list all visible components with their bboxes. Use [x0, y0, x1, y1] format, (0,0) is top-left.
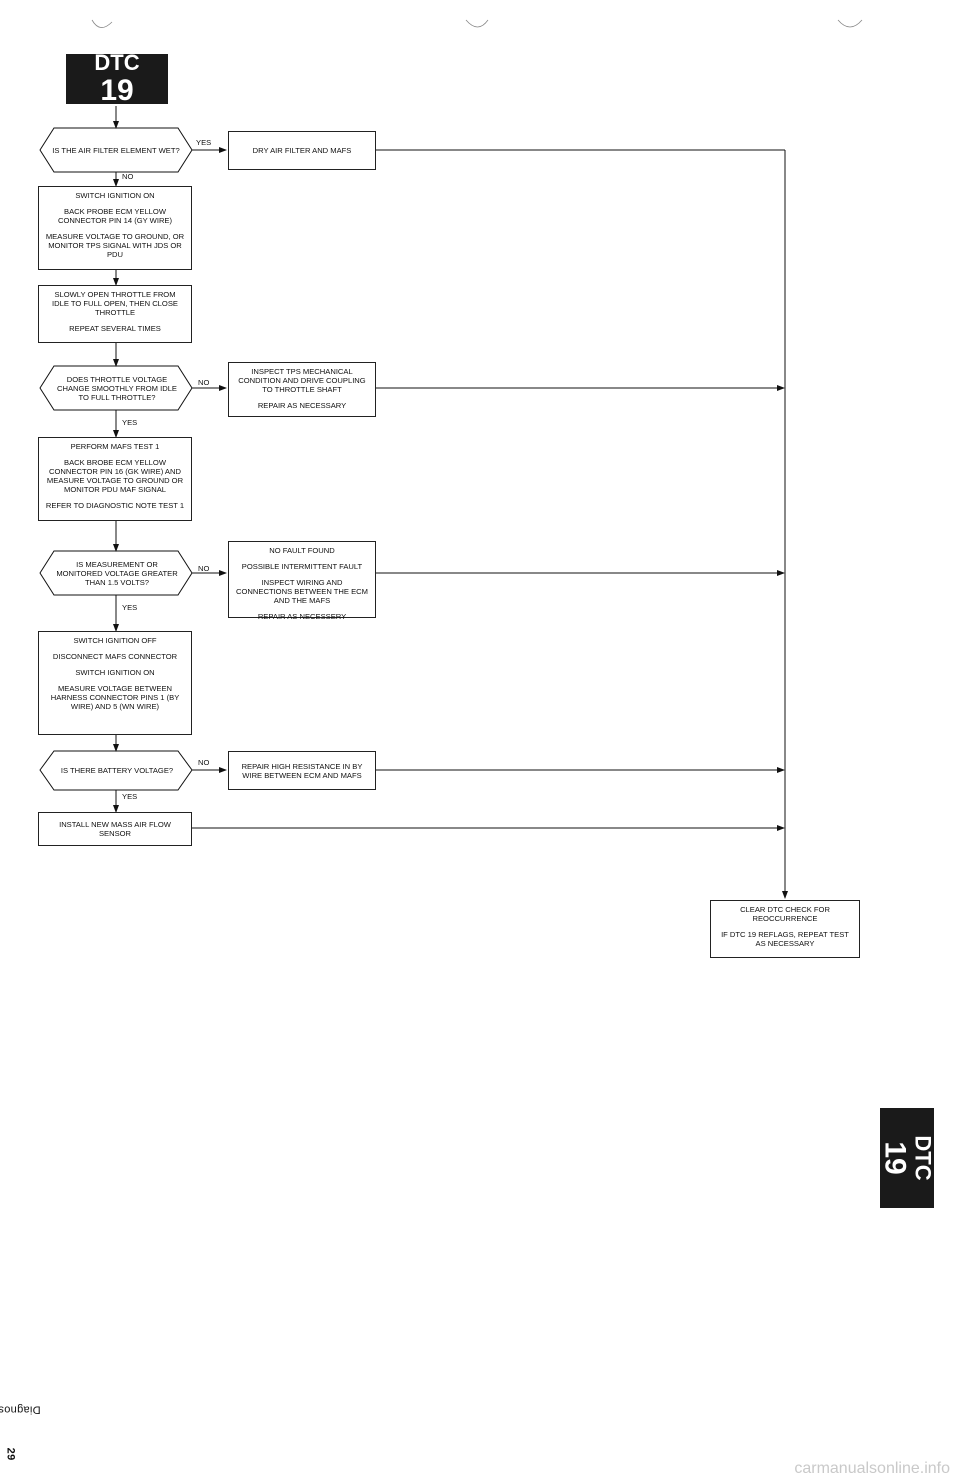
action-text: INSPECT TPS MECHANICAL CONDITION AND DRI…: [238, 367, 366, 394]
decision-text: DOES THROTTLE VOLTAGE CHANGE SMOOTHLY FR…: [57, 374, 177, 402]
branch-label-yes: YES: [122, 603, 138, 612]
decision-text: IS MEASUREMENT OR MONITORED VOLTAGE GREA…: [56, 559, 178, 587]
branch-label-yes: YES: [122, 418, 138, 427]
action-text: POSSIBLE INTERMITTENT FAULT: [241, 562, 363, 571]
decision-text: IS THE AIR FILTER ELEMENT WET?: [52, 145, 180, 155]
action-text: BACK BROBE ECM YELLOW CONNECTOR PIN 16 (…: [46, 458, 184, 494]
dtc-header-tab: DTC 19: [66, 50, 168, 107]
branch-label-no: NO: [198, 564, 210, 573]
branch-label-yes: YES: [122, 792, 138, 801]
watermark: carmanualsonline.info: [794, 1460, 950, 1477]
scan-mark: [91, 19, 113, 28]
scan-mark: [837, 19, 863, 28]
action-text: NO FAULT FOUND: [269, 546, 335, 555]
dtc-side-label: DTC: [911, 1135, 936, 1181]
branch-label-no: NO: [198, 758, 210, 767]
action-switch-ignition-off: SWITCH IGNITION OFF DISCONNECT MAFS CONN…: [38, 631, 192, 735]
page-footer: Diagnostics 29: [0, 1379, 40, 1461]
decision-text: IS THERE BATTERY VOLTAGE?: [60, 766, 174, 775]
action-dry-filter: DRY AIR FILTER AND MAFS: [228, 131, 376, 170]
action-inspect-tps: INSPECT TPS MECHANICAL CONDITION AND DRI…: [228, 362, 376, 417]
action-text: BACK PROBE ECM YELLOW CONNECTOR PIN 14 (…: [57, 207, 173, 225]
dtc-header-number: 19: [100, 74, 134, 107]
action-text: REPAIR AS NECESSARY: [257, 401, 347, 410]
action-text: DRY AIR FILTER AND MAFS: [252, 146, 352, 155]
dtc-side-number: 19: [879, 1141, 912, 1175]
action-text: DISCONNECT MAFS CONNECTOR: [52, 652, 178, 661]
action-clear-dtc: CLEAR DTC CHECK FOR REOCCURRENCE IF DTC …: [710, 900, 860, 958]
action-text: MEASURE VOLTAGE BETWEEN HARNESS CONNECTO…: [50, 684, 180, 711]
action-text: IF DTC 19 REFLAGS, REPEAT TEST AS NECESS…: [721, 930, 849, 948]
action-text: INSPECT WIRING AND CONNECTIONS BETWEEN T…: [236, 578, 368, 605]
action-open-throttle: SLOWLY OPEN THROTTLE FROM IDLE TO FULL O…: [38, 285, 192, 343]
decision-air-filter-wet: IS THE AIR FILTER ELEMENT WET?: [44, 128, 188, 172]
action-text: REPEAT SEVERAL TIMES: [69, 324, 161, 333]
action-no-fault-found: NO FAULT FOUND POSSIBLE INTERMITTENT FAU…: [228, 541, 376, 621]
decision-battery-voltage: IS THERE BATTERY VOLTAGE?: [48, 751, 186, 790]
action-text: CLEAR DTC CHECK FOR REOCCURRENCE: [740, 905, 830, 923]
action-text: REPAIR AS NECESSERY: [257, 612, 347, 621]
footer-section: Diagnostics: [0, 1403, 41, 1416]
footer-page-number: 29: [4, 1447, 17, 1461]
footer-text: Diagnostics 29: [0, 1379, 40, 1461]
action-text: SWITCH IGNITION ON: [75, 668, 155, 677]
action-repair-resistance: REPAIR HIGH RESISTANCE IN BY WIRE BETWEE…: [228, 751, 376, 790]
action-text: SWITCH IGNITION ON: [75, 191, 155, 200]
branch-label-no: NO: [122, 172, 134, 181]
action-text: MEASURE VOLTAGE TO GROUND, OR MONITOR TP…: [45, 232, 185, 259]
action-text: SWITCH IGNITION OFF: [73, 636, 157, 645]
decision-measurement-voltage: IS MEASUREMENT OR MONITORED VOLTAGE GREA…: [56, 551, 178, 595]
decision-throttle-voltage: DOES THROTTLE VOLTAGE CHANGE SMOOTHLY FR…: [56, 366, 178, 410]
action-text: INSTALL NEW MASS AIR FLOW SENSOR: [59, 820, 171, 838]
branch-label-yes: YES: [196, 138, 212, 147]
dtc-side-tab: DTC 19: [879, 1108, 936, 1208]
action-install-mafs: INSTALL NEW MASS AIR FLOW SENSOR: [38, 812, 192, 846]
action-text: REFER TO DIAGNOSTIC NOTE TEST 1: [45, 501, 185, 510]
dtc-side-tab-content: DTC 19: [879, 1135, 936, 1181]
dtc-header-label: DTC: [94, 50, 140, 75]
action-mafs-test: PERFORM MAFS TEST 1 BACK BROBE ECM YELLO…: [38, 437, 192, 521]
scan-mark: [465, 19, 489, 28]
action-switch-ignition-on: SWITCH IGNITION ON BACK PROBE ECM YELLOW…: [38, 186, 192, 270]
action-text: SLOWLY OPEN THROTTLE FROM IDLE TO FULL O…: [52, 290, 178, 317]
action-text: PERFORM MAFS TEST 1: [70, 442, 160, 451]
action-text: REPAIR HIGH RESISTANCE IN BY WIRE BETWEE…: [241, 761, 363, 780]
branch-label-no: NO: [198, 378, 210, 387]
